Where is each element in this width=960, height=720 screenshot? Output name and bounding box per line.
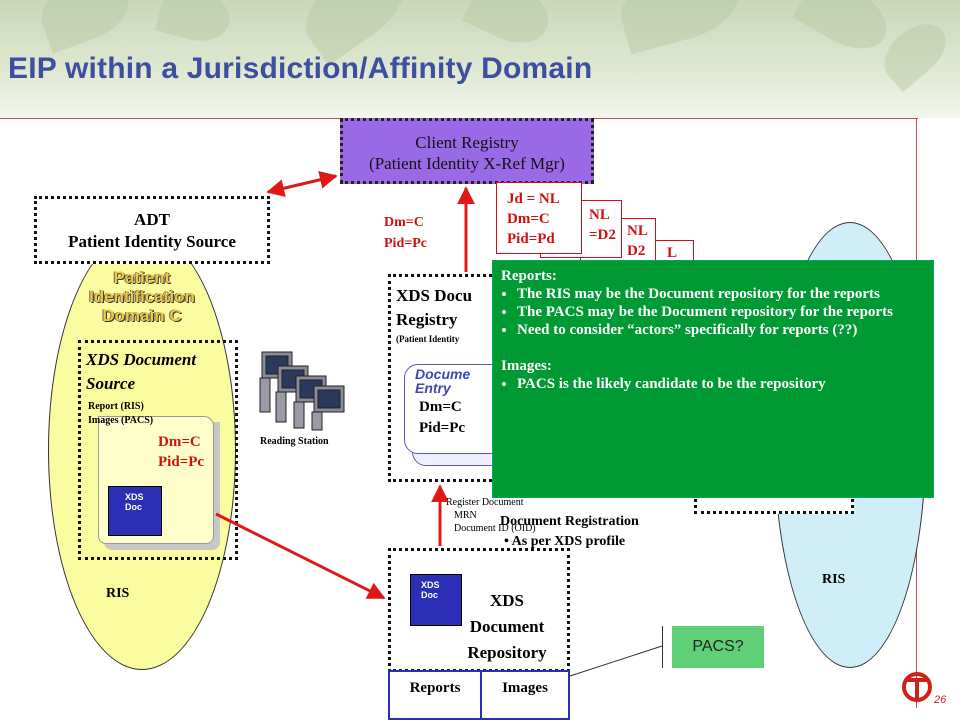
reports-images-note: Reports: The RIS may be the Document rep… [492,260,934,498]
adt-to-registry-arrow [266,170,338,198]
pacs-callout: PACS? [672,626,764,668]
pacs-pointer-line [569,645,663,677]
header-band [0,0,960,118]
xds-source-ids: Dm=C Pid=Pc [158,434,205,470]
repository-title: XDS Document Repository [467,591,547,662]
repository-table: Reports Images [388,670,570,720]
adt-box[interactable]: ADT Patient Identity Source [34,196,270,264]
client-registry-box[interactable]: Client Registry (Patient Identity X-Ref … [340,118,594,184]
page-title: EIP within a Jurisdiction/Affinity Domai… [8,52,593,85]
registry-subtitle: (Patient Identity [396,334,460,344]
pacs-callout-bracket [662,626,671,668]
xds-document-source-box[interactable] [78,340,238,560]
logo-icon [902,672,932,702]
popup-bullet: The RIS may be the Document repository f… [517,285,925,303]
reading-station-icon [259,351,345,431]
popup-bullet: The PACS may be the Document repository … [517,303,925,321]
nl-card-1: Jd = NL Dm=C Pid=Pd [496,182,582,254]
adt-subtitle: Patient Identity Source [68,232,236,251]
register-document-note: Register Document MRN Document ID (OID) [446,497,536,534]
ris-right-label: RIS [822,572,846,587]
xds-source-sublabel: Report (RIS) Images (PACS) [88,401,154,426]
domain-c-label: Patient Identification Domain C [89,268,195,325]
reports-cell[interactable]: Reports [390,672,482,718]
ris-left-label: RIS [106,586,130,601]
reading-station-label: Reading Station [260,436,329,447]
client-registry-subtitle: (Patient Identity X-Ref Mgr) [369,154,565,173]
page-number: 26 [934,694,947,706]
source-to-repository-arrow [215,512,386,600]
popup-heading-reports: Reports: [501,268,557,284]
client-registry-title: Client Registry [415,133,519,152]
document-registration-note: Document Registration • As per XDS profi… [500,514,639,549]
xds-source-title: XDS Document Source [86,350,197,393]
xds-doc-icon-source: XDS Doc [108,486,162,536]
popup-heading-images: Images: [501,358,552,374]
registry-title: XDS Docu Registry [396,286,473,329]
xds-doc-icon-repository: XDS Doc [410,574,462,626]
images-cell[interactable]: Images [502,680,548,696]
popup-bullet: Need to consider “actors” specifically f… [517,321,925,339]
popup-bullet: PACS is the likely candidate to be the r… [517,375,925,393]
mid-patient-ids: Dm=C Pid=Pc [384,215,427,251]
adt-title: ADT [134,210,170,229]
